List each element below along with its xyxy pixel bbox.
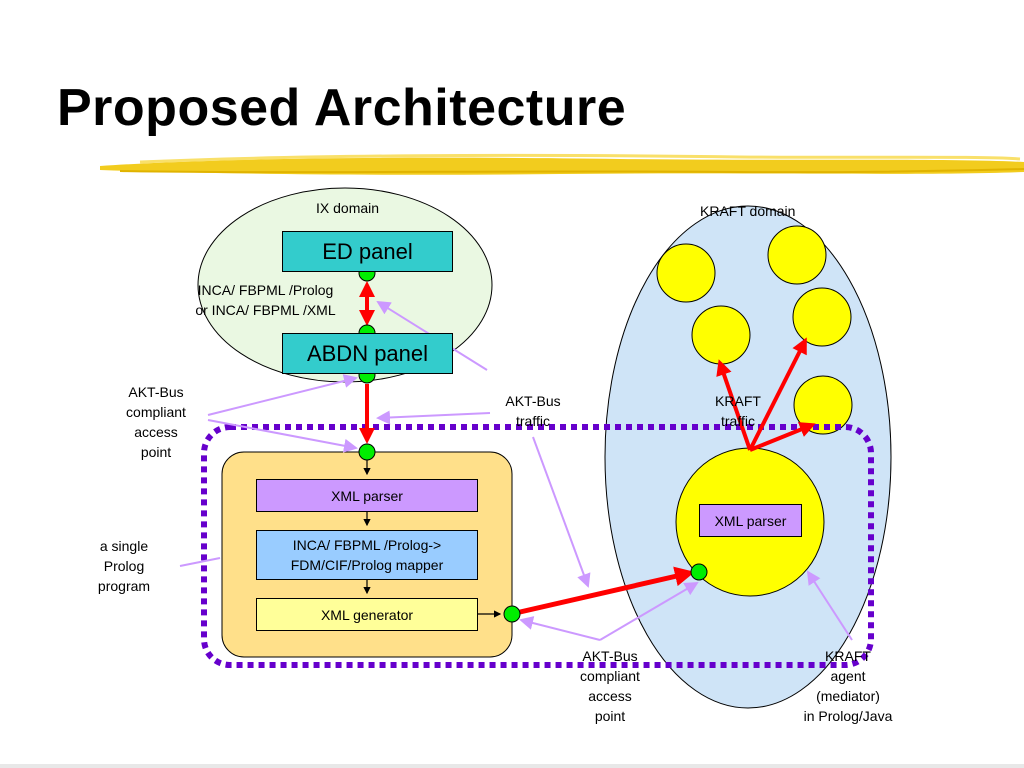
pointer-arrow	[519, 616, 601, 641]
ed-panel-box: ED panel	[282, 231, 453, 272]
ix-domain-label: IX domain	[316, 200, 380, 216]
kraft-agent-circle	[691, 305, 751, 365]
access-point-icon	[503, 605, 521, 623]
protocol-line2: or INCA/ FBPML /XML	[195, 302, 336, 318]
mapper-line2: FDM/CIF/Prolog mapper	[290, 557, 444, 573]
label-line: a single	[99, 538, 149, 554]
single-prolog-label: a single Prolog program	[74, 536, 174, 596]
label-line: access	[134, 424, 178, 440]
label-line: program	[97, 578, 151, 594]
mapper-line1: INCA/ FBPML /Prolog->	[292, 537, 442, 553]
kraft-domain-label: KRAFT domain	[700, 203, 796, 219]
akt-bus-traffic-label: AKT-Bus traffic	[483, 391, 583, 431]
pointer-arrow	[532, 436, 591, 588]
mapper-box: INCA/ FBPML /Prolog-> FDM/CIF/Prolog map…	[256, 530, 478, 580]
xml-generator-box: XML generator	[256, 598, 478, 631]
kraft-agent-circle	[793, 375, 853, 435]
label-line: traffic	[516, 413, 550, 429]
generator-kraft-arrow	[519, 566, 695, 615]
akt-bus-access-label-bottom: AKT-Bus compliant access point	[560, 646, 660, 726]
pointer-arrow	[207, 374, 358, 416]
access-point-icon	[690, 563, 708, 581]
xml-parser-box: XML parser	[256, 479, 478, 512]
pointer-arrow	[599, 581, 699, 641]
title-underline-brush	[100, 153, 1024, 175]
kraft-agent-circle	[767, 225, 827, 285]
slide-title: Proposed Architecture	[57, 79, 627, 137]
label-line: KRAFT	[825, 648, 871, 664]
pointer-arrow	[207, 419, 358, 453]
akt-bus-access-label-left: AKT-Bus compliant access point	[106, 382, 206, 462]
kraft-xml-parser-box: XML parser	[699, 504, 802, 537]
kraft-agent-circle	[792, 287, 852, 347]
abdn-panel-box: ABDN panel	[282, 333, 453, 374]
pointer-arrow	[806, 570, 853, 641]
label-line: AKT-Bus	[505, 393, 561, 409]
kraft-agent-label: KRAFT agent (mediator) in Prolog/Java	[786, 646, 910, 726]
label-line: compliant	[126, 404, 186, 420]
kraft-traffic-arrow	[748, 337, 807, 451]
footer-divider	[0, 764, 1024, 768]
access-point-icon	[358, 443, 376, 461]
label-line: point	[594, 708, 626, 724]
kraft-traffic-label: KRAFT traffic	[688, 391, 788, 431]
label-line: in Prolog/Java	[803, 708, 893, 724]
pointer-arrow	[179, 557, 221, 567]
label-line: agent	[830, 668, 866, 684]
label-line: traffic	[721, 413, 755, 429]
kraft-traffic-arrow	[749, 422, 816, 452]
label-line: compliant	[580, 668, 640, 684]
label-line: (mediator)	[816, 688, 880, 704]
label-line: AKT-Bus	[128, 384, 184, 400]
protocol-label: INCA/ FBPML /Prolog or INCA/ FBPML /XML	[178, 280, 353, 320]
protocol-line1: INCA/ FBPML /Prolog	[197, 282, 334, 298]
label-line: AKT-Bus	[582, 648, 638, 664]
label-line: access	[588, 688, 632, 704]
label-line: point	[140, 444, 172, 460]
label-line: KRAFT	[715, 393, 761, 409]
kraft-traffic-arrow	[716, 359, 752, 451]
label-line: Prolog	[103, 558, 145, 574]
kraft-agent-circle	[656, 243, 716, 303]
akt-bus-boundary	[201, 424, 874, 668]
pointer-arrow	[376, 410, 491, 425]
